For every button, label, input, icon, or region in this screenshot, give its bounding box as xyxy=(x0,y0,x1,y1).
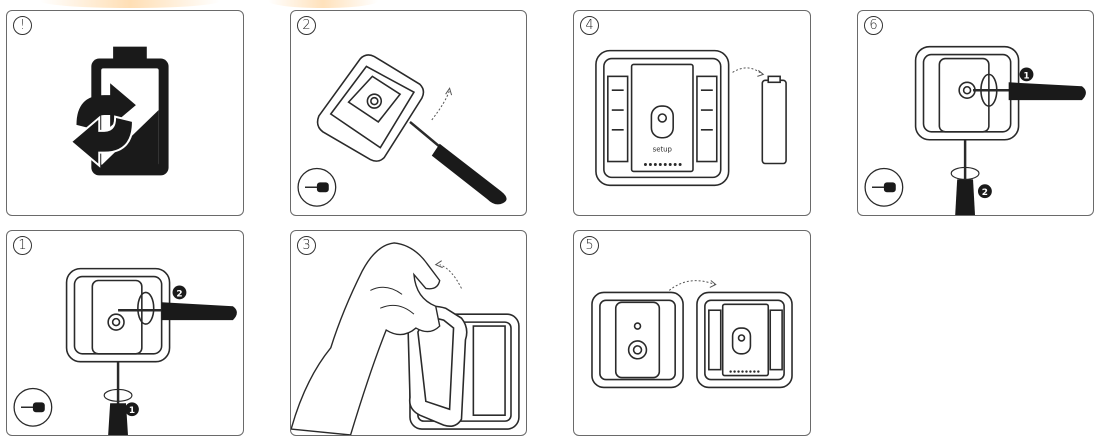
decorative-glow xyxy=(40,0,220,8)
callout-marker: 2 xyxy=(176,289,182,299)
battery-removal-icon: setup xyxy=(595,49,787,187)
step-number-badge: 5 xyxy=(580,236,599,255)
setup-label: setup xyxy=(653,146,673,154)
lift-cover-by-hand-icon xyxy=(291,242,520,435)
step-panel-4: 4 setup xyxy=(573,10,811,216)
step-panel-2: 2 xyxy=(290,10,527,216)
step-number-badge: 2 xyxy=(297,16,316,35)
callout-marker: 1 xyxy=(129,406,135,416)
step-panel-warning: ! xyxy=(6,10,244,216)
callout-marker: 1 xyxy=(1023,71,1029,81)
screw-in-cover-icon: 1 2 xyxy=(864,45,1086,215)
step-panel-1: 1 2 1 xyxy=(6,230,244,436)
separate-halves-icon xyxy=(591,280,793,389)
step-panel-6: 6 1 2 xyxy=(857,10,1094,216)
callout-marker: 2 xyxy=(982,188,988,198)
pry-cover-with-screwdriver-icon xyxy=(297,54,507,207)
step-number-badge: ! xyxy=(13,16,32,35)
step-number-badge: 4 xyxy=(580,16,599,35)
step-number-badge: 3 xyxy=(297,236,316,255)
step-number-badge: 6 xyxy=(864,16,883,35)
step-number-badge: 1 xyxy=(13,236,32,255)
battery-replace-icon xyxy=(69,46,169,176)
step-panel-3: 3 xyxy=(290,230,527,436)
decorative-glow xyxy=(268,0,378,8)
step-panel-5: 5 xyxy=(573,230,811,436)
unscrew-cover-icon: 2 1 xyxy=(13,267,237,435)
